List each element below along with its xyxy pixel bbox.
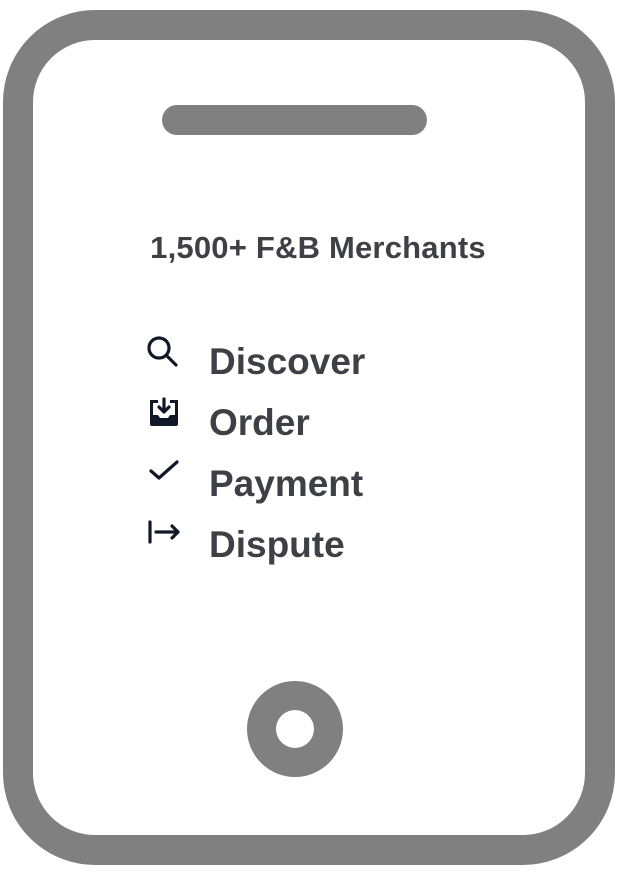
feature-payment: Payment [144, 453, 365, 514]
phone-speaker [162, 105, 427, 135]
feature-label: Payment [209, 462, 364, 504]
phone-frame [3, 10, 615, 865]
feature-list: Discover Order Payment Dispute [144, 331, 365, 575]
feature-order: Order [144, 392, 365, 453]
arrow-right-from-bar-icon [144, 518, 184, 558]
feature-label: Dispute [209, 523, 345, 565]
phone-home-button [247, 681, 343, 777]
headline: 1,500+ F&B Merchants [150, 230, 486, 265]
check-icon [144, 457, 184, 497]
feature-label: Discover [209, 340, 366, 382]
feature-discover: Discover [144, 331, 365, 392]
inbox-download-icon [144, 396, 184, 436]
feature-label: Order [209, 401, 310, 443]
feature-dispute: Dispute [144, 514, 365, 575]
search-icon [144, 335, 184, 375]
